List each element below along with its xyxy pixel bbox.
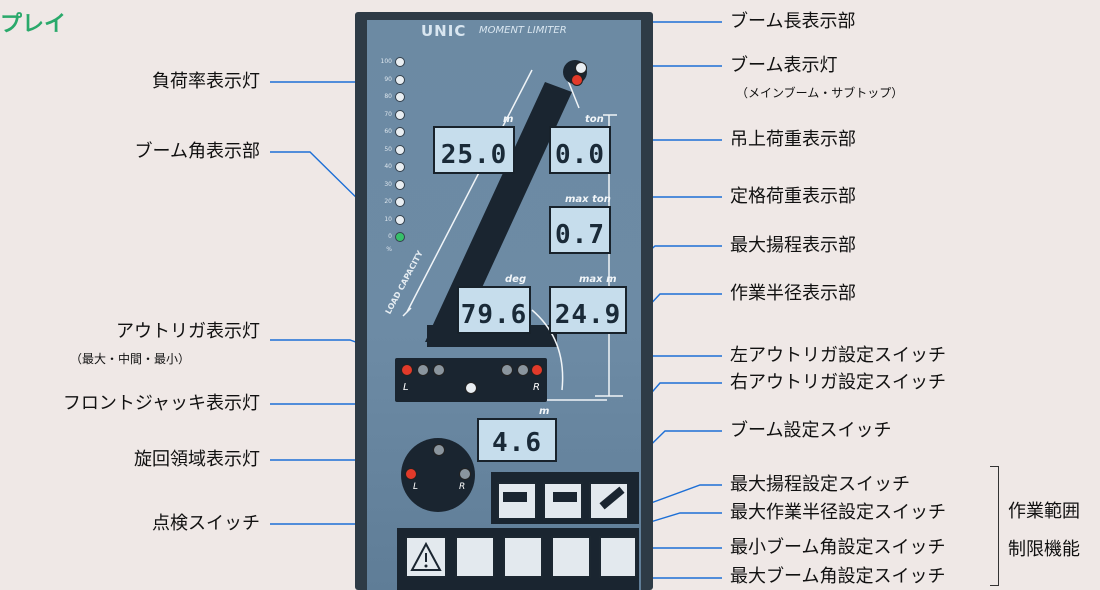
label-boom-lamp: ブーム表示灯 xyxy=(730,55,838,76)
panel-face: UNIC MOMENT LIMITER 100 90 80 70 60 50 4… xyxy=(367,20,641,590)
outrigger-lamp-left-max xyxy=(401,364,413,376)
boom-angle-value: 79.6 xyxy=(460,300,528,330)
load-led xyxy=(395,110,405,120)
load-led xyxy=(395,92,405,102)
left-outrigger-switch[interactable] xyxy=(497,482,537,520)
rotation-letter-right: R xyxy=(459,482,466,492)
rotation-letter-left: L xyxy=(413,482,419,492)
rotation-lamp-front xyxy=(433,444,445,456)
boom-icon xyxy=(599,486,625,510)
scale-10: 10 xyxy=(384,216,392,223)
boom-length-unit: m xyxy=(503,114,514,125)
load-led xyxy=(395,145,405,155)
scale-50: 50 xyxy=(384,146,392,153)
label-check-switch: 点検スイッチ xyxy=(152,513,260,534)
outrigger-letter-right: R xyxy=(533,382,540,393)
lcd-boom-angle: 79.6 xyxy=(457,286,531,334)
lcd-lift-load: 0.0 xyxy=(549,126,611,174)
scale-80: 80 xyxy=(384,93,392,100)
label-rated-load-display: 定格荷重表示部 xyxy=(730,186,856,207)
outrigger-lamp-left-min xyxy=(433,364,445,376)
boom-setting-switch[interactable] xyxy=(589,482,629,520)
max-angle-switch[interactable] xyxy=(455,536,495,578)
radius-unit: m xyxy=(539,406,550,417)
scale-70: 70 xyxy=(384,111,392,118)
label-load-rate-lamp: 負荷率表示灯 xyxy=(152,71,260,92)
label-lift-load-display: 吊上荷重表示部 xyxy=(730,129,856,150)
check-switch[interactable] xyxy=(405,536,447,578)
load-led xyxy=(395,162,405,172)
label-boom-setting-switch: ブーム設定スイッチ xyxy=(730,420,892,441)
outrigger-lamp-right-max xyxy=(531,364,543,376)
rated-load-unit: max ton xyxy=(565,194,611,205)
max-height-switch[interactable] xyxy=(599,536,637,578)
scale-20: 20 xyxy=(384,198,392,205)
warning-icon xyxy=(410,541,442,571)
load-led xyxy=(395,197,405,207)
label-radius-display: 作業半径表示部 xyxy=(730,283,856,304)
rotation-lamp-left xyxy=(405,468,417,480)
label-boom-lamp-sub: （メインブーム・サブトップ） xyxy=(736,86,904,100)
load-led xyxy=(395,57,405,67)
label-rotation-area-lamp: 旋回領域表示灯 xyxy=(134,449,260,470)
lcd-boom-length: 25.0 xyxy=(433,126,515,174)
scale-0: 0 xyxy=(388,233,392,240)
lift-load-unit: ton xyxy=(585,114,604,125)
outrigger-lamp-right-min xyxy=(501,364,513,376)
right-outrigger-switch[interactable] xyxy=(543,482,583,520)
outrigger-icon xyxy=(503,492,527,502)
label-min-angle-switch: 最小ブーム角設定スイッチ xyxy=(730,537,946,558)
group-bracket xyxy=(990,466,999,586)
label-front-jack-lamp: フロントジャッキ表示灯 xyxy=(62,393,260,414)
outrigger-icon xyxy=(553,492,577,502)
label-max-height-switch: 最大揚程設定スイッチ xyxy=(730,474,910,495)
load-led-green xyxy=(395,232,405,242)
rotation-lamp-right xyxy=(459,468,471,480)
lift-load-value: 0.0 xyxy=(555,140,605,170)
scale-30: 30 xyxy=(384,181,392,188)
max-height-value: 24.9 xyxy=(554,300,622,330)
label-boom-angle-display: ブーム角表示部 xyxy=(134,141,260,162)
section-heading: プレイ xyxy=(0,12,67,37)
label-max-radius-switch: 最大作業半径設定スイッチ xyxy=(730,502,946,523)
label-boom-length-display: ブーム長表示部 xyxy=(730,11,856,32)
outrigger-letter-left: L xyxy=(403,382,409,393)
label-max-angle-switch: 最大ブーム角設定スイッチ xyxy=(730,566,946,587)
outrigger-lamp-right-mid xyxy=(517,364,529,376)
label-outrigger-lamp-sub: （最大・中間・最小） xyxy=(70,352,191,366)
moment-limiter-panel: UNIC MOMENT LIMITER 100 90 80 70 60 50 4… xyxy=(355,12,653,590)
lcd-rated-load: 0.7 xyxy=(549,206,611,254)
boom-lamp-main xyxy=(571,74,583,86)
min-angle-switch[interactable] xyxy=(503,536,543,578)
load-led xyxy=(395,75,405,85)
boom-angle-unit: deg xyxy=(505,274,527,285)
outrigger-lamp-left-mid xyxy=(417,364,429,376)
boom-length-value: 25.0 xyxy=(440,140,508,170)
scale-percent: % xyxy=(386,246,392,253)
scale-90: 90 xyxy=(384,76,392,83)
boom-lamp-sub xyxy=(575,62,587,74)
group-label-line2: 制限機能 xyxy=(1008,539,1080,560)
scale-60: 60 xyxy=(384,128,392,135)
label-outrigger-lamp: アウトリガ表示灯 xyxy=(116,321,260,342)
label-max-height-display: 最大揚程表示部 xyxy=(730,235,856,256)
front-jack-lamp xyxy=(465,382,477,394)
brand-subtitle: MOMENT LIMITER xyxy=(479,25,567,36)
load-led xyxy=(395,180,405,190)
lcd-max-height: 24.9 xyxy=(549,286,627,334)
scale-100: 100 xyxy=(380,58,392,65)
brand-logo: UNIC xyxy=(421,22,467,40)
max-height-unit: max m xyxy=(579,274,617,285)
scale-40: 40 xyxy=(384,163,392,170)
lcd-radius: 4.6 xyxy=(477,418,557,462)
group-label-line1: 作業範囲 xyxy=(1008,501,1080,522)
load-led xyxy=(395,127,405,137)
radius-value: 4.6 xyxy=(492,428,542,458)
label-left-outrigger-switch: 左アウトリガ設定スイッチ xyxy=(730,345,946,366)
label-right-outrigger-switch: 右アウトリガ設定スイッチ xyxy=(730,372,946,393)
load-led xyxy=(395,215,405,225)
max-radius-switch[interactable] xyxy=(551,536,591,578)
rated-load-value: 0.7 xyxy=(555,220,605,250)
